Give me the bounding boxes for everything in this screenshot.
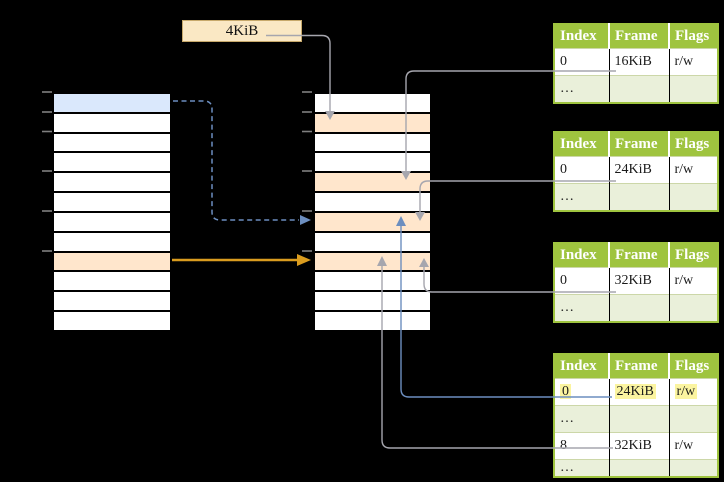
index-cell: 0	[554, 48, 609, 76]
col-header-frame: Frame	[608, 24, 669, 49]
physical-frame-row	[315, 191, 430, 211]
table-row-highlighted: 0 24KiB r/w	[554, 378, 718, 406]
table-row-ellipsis: …	[554, 294, 718, 322]
virtual-memory-row	[54, 210, 170, 231]
flags-cell: r/w	[668, 156, 718, 184]
col-header-index: Index	[554, 24, 609, 49]
physical-frame-row	[315, 270, 430, 291]
flags-cell: r/w	[668, 432, 718, 460]
highlighted-value: 24KiB	[614, 384, 656, 399]
frame-cell: 32KiB	[608, 432, 669, 460]
virtual-memory-row	[54, 290, 170, 311]
highlighted-value: 0	[560, 384, 571, 399]
virtual-page-highlight-orange	[54, 250, 170, 271]
frame-cell: 16KiB	[608, 48, 669, 76]
physical-frame-highlight-4kib	[315, 111, 430, 132]
arrow-virtual-orange	[172, 254, 311, 266]
highlighted-value: r/w	[674, 384, 698, 399]
table-row-ellipsis: …	[554, 75, 718, 103]
index-cell: 0	[554, 378, 609, 406]
physical-frame-highlight-16kib	[315, 171, 430, 192]
physical-frame-row	[315, 94, 430, 112]
physical-memory-column	[313, 92, 432, 332]
index-cell: 0	[554, 267, 609, 295]
virtual-page-highlight-blue	[54, 94, 170, 112]
ellipsis-cell: …	[554, 459, 609, 477]
virtual-memory-row	[54, 171, 170, 192]
virtual-memory-row	[54, 191, 170, 211]
col-header-frame: Frame	[608, 354, 669, 379]
col-header-flags: Flags	[668, 243, 718, 268]
table-row: 0 32KiB r/w	[554, 267, 718, 295]
virtual-memory-row	[54, 111, 170, 132]
page-table-32kib: Index Frame Flags 0 32KiB r/w …	[553, 242, 719, 323]
table-row: 8 32KiB r/w	[554, 432, 718, 460]
physical-frame-row	[315, 310, 430, 330]
page-table-multi-entry: Index Frame Flags 0 24KiB r/w … 8 32KiB …	[553, 353, 719, 478]
ellipsis-cell: …	[554, 183, 609, 211]
index-cell: 0	[554, 156, 609, 184]
col-header-index: Index	[554, 243, 609, 268]
table-header-row: Index Frame Flags	[554, 24, 718, 49]
col-header-frame: Frame	[608, 132, 669, 157]
flags-cell: r/w	[668, 378, 718, 406]
virtual-memory-column	[52, 92, 172, 332]
frame-cell: 24KiB	[608, 156, 669, 184]
virtual-memory-row	[54, 310, 170, 330]
ellipsis-cell: …	[554, 75, 609, 103]
ellipsis-cell: …	[554, 405, 609, 433]
physical-frame-highlight-32kib	[315, 250, 430, 271]
table-row-ellipsis: …	[554, 183, 718, 211]
physical-frame-row	[315, 131, 430, 152]
physical-frame-row	[315, 230, 430, 251]
virtual-memory-row	[54, 230, 170, 251]
col-header-flags: Flags	[668, 24, 718, 49]
physical-frame-row	[315, 290, 430, 311]
page-table-16kib: Index Frame Flags 0 16KiB r/w …	[553, 23, 719, 104]
virtual-memory-row	[54, 151, 170, 172]
page-table-24kib: Index Frame Flags 0 24KiB r/w …	[553, 131, 719, 212]
table-header-row: Index Frame Flags	[554, 354, 718, 379]
table-row-ellipsis: …	[554, 459, 718, 477]
table-header-row: Index Frame Flags	[554, 132, 718, 157]
table-row-ellipsis: …	[554, 405, 718, 433]
address-ticks-physical	[302, 91, 312, 252]
flags-cell: r/w	[668, 267, 718, 295]
index-cell: 8	[554, 432, 609, 460]
table-header-row: Index Frame Flags	[554, 243, 718, 268]
table-row: 0 16KiB r/w	[554, 48, 718, 76]
page-size-label: 4KiB	[225, 22, 259, 39]
virtual-memory-row	[54, 131, 170, 152]
col-header-index: Index	[554, 132, 609, 157]
table-row: 0 24KiB r/w	[554, 156, 718, 184]
virtual-memory-row	[54, 270, 170, 291]
arrow-virtual-blue-dashed	[173, 100, 311, 225]
address-ticks-virtual	[42, 91, 52, 252]
col-header-index: Index	[554, 354, 609, 379]
col-header-frame: Frame	[608, 243, 669, 268]
col-header-flags: Flags	[668, 132, 718, 157]
flags-cell: r/w	[668, 48, 718, 76]
col-header-flags: Flags	[668, 354, 718, 379]
page-size-box: 4KiB	[182, 20, 302, 42]
physical-frame-highlight-24kib	[315, 210, 430, 231]
frame-cell: 24KiB	[608, 378, 669, 406]
ellipsis-cell: …	[554, 294, 609, 322]
frame-cell: 32KiB	[608, 267, 669, 295]
physical-frame-row	[315, 151, 430, 172]
